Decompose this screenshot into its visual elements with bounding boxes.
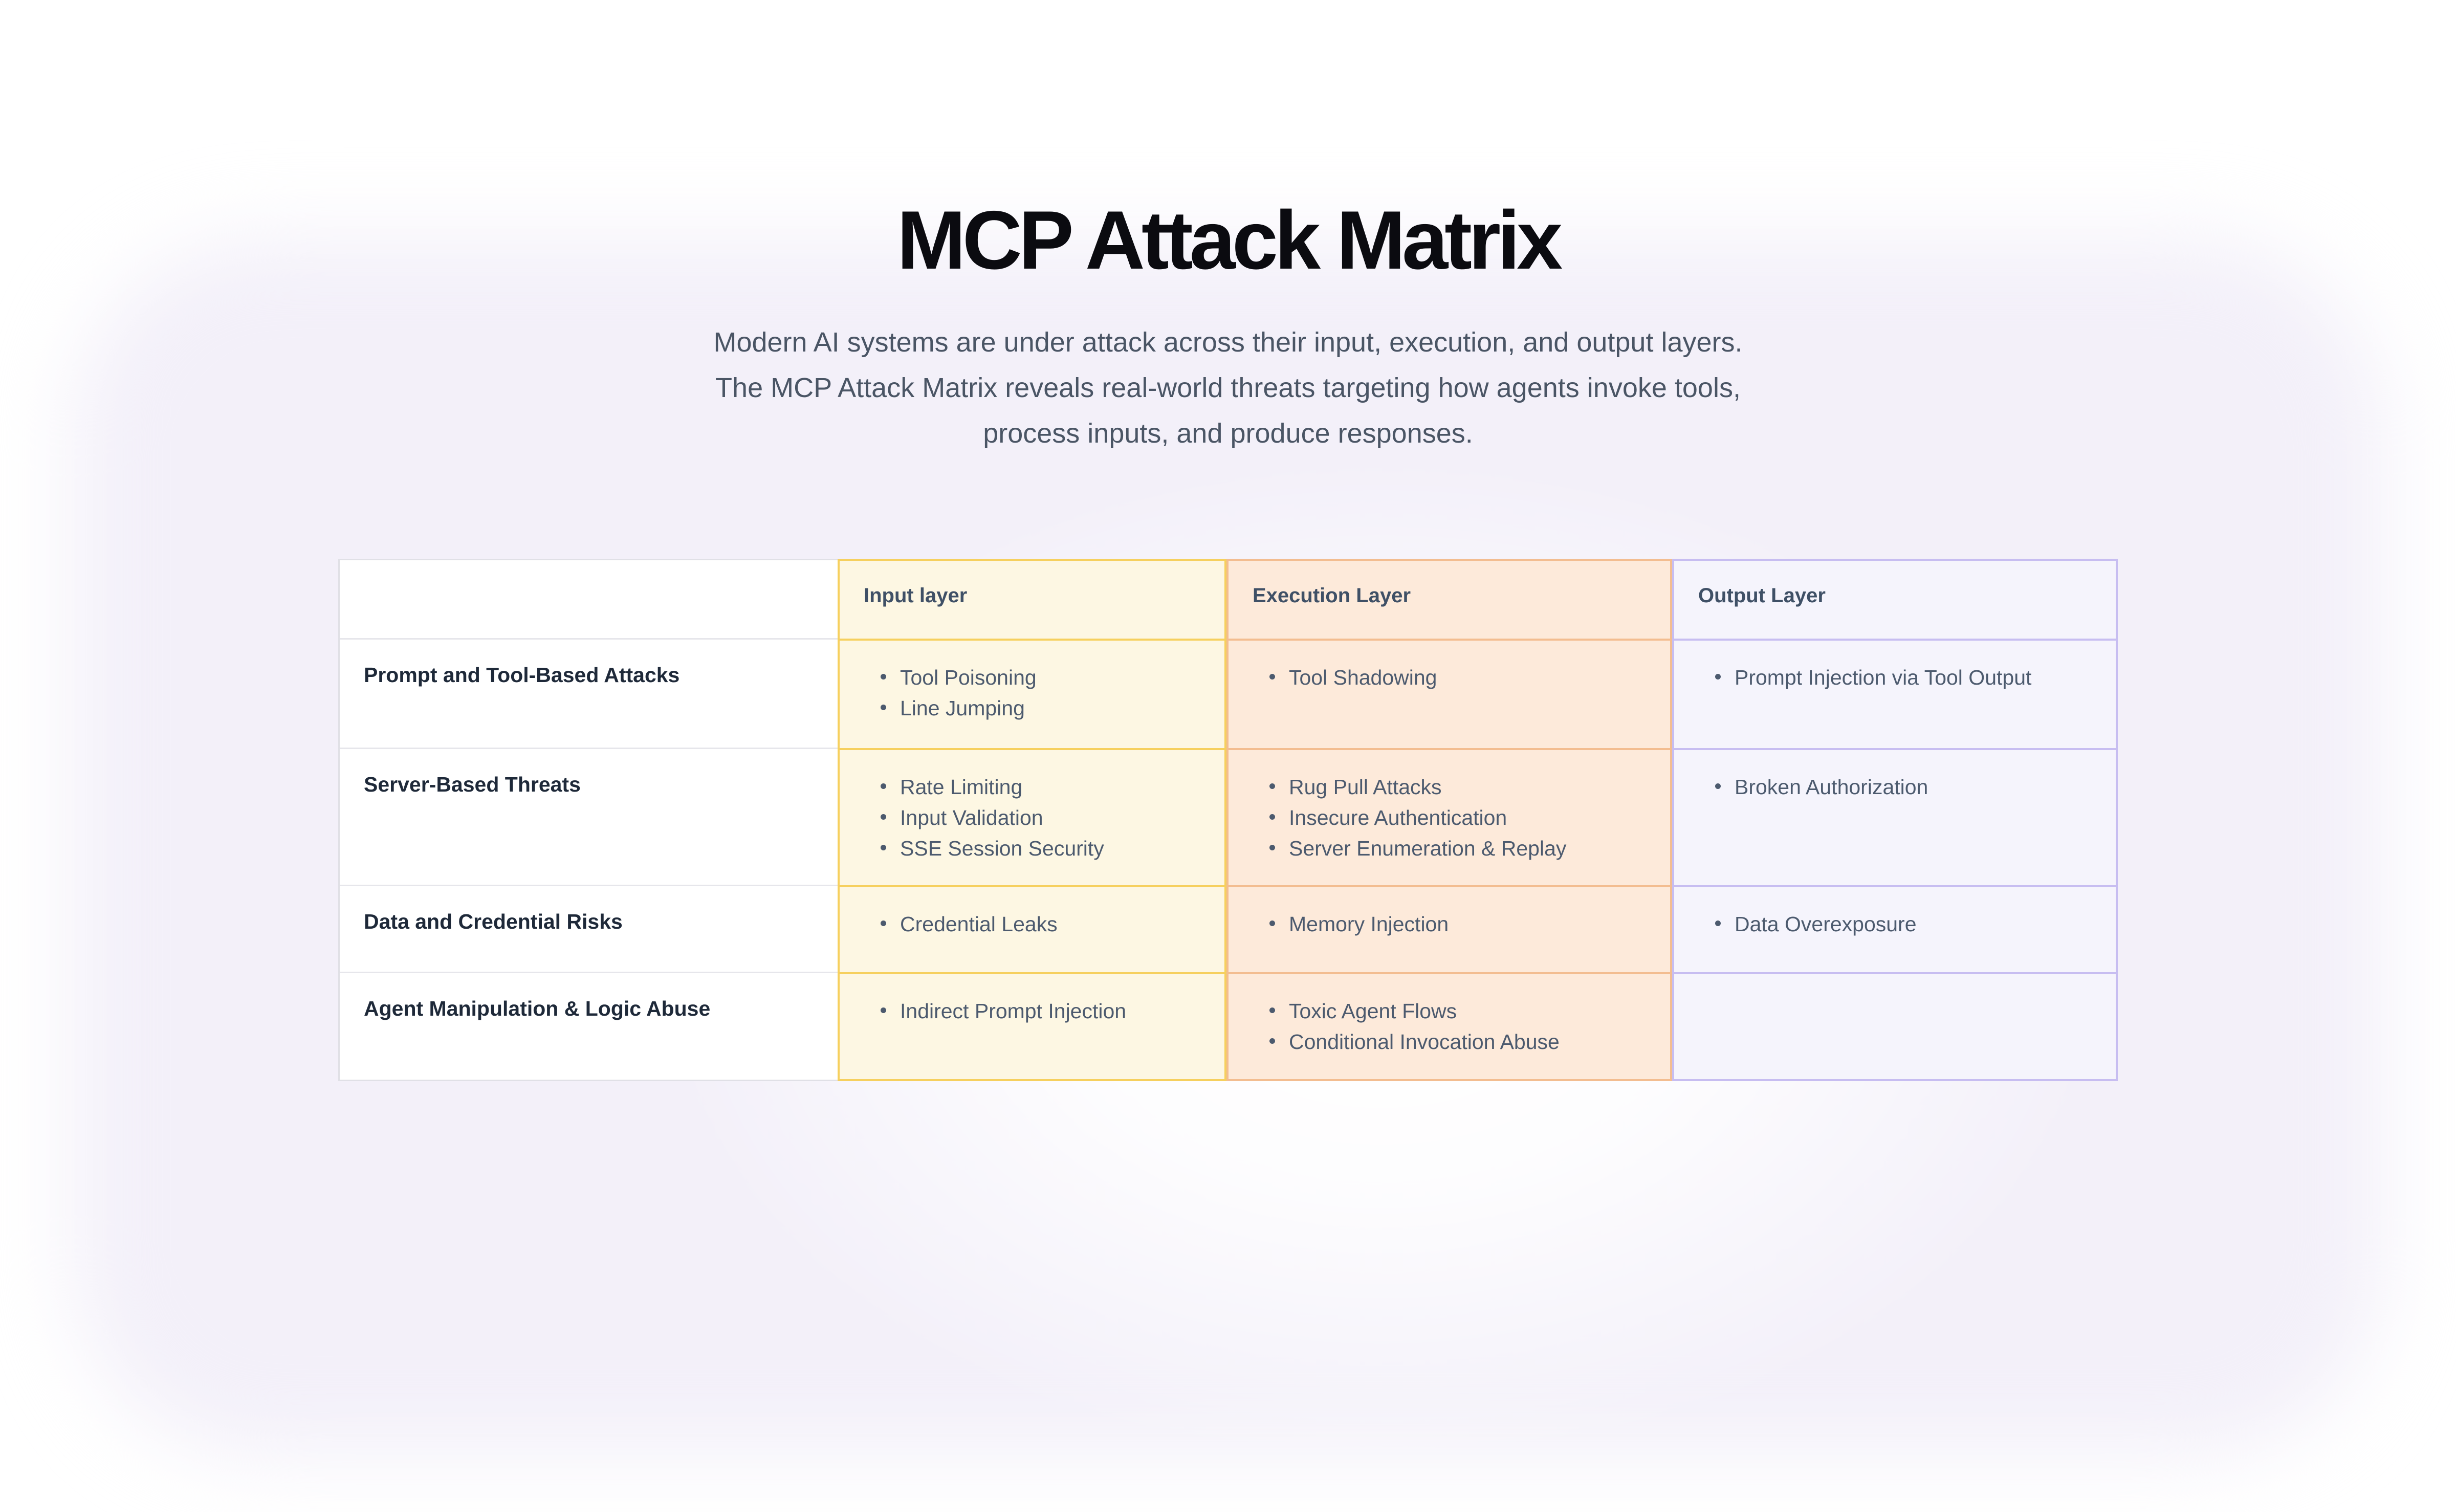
cell-execution-row-2: Rug Pull Attacks Insecure Authentication… — [1229, 748, 1670, 885]
threat-item: Rug Pull Attacks — [1269, 772, 1655, 802]
threat-item: Broken Authorization — [1715, 772, 2100, 802]
threat-list: Broken Authorization — [1674, 772, 2116, 802]
subtitle-line-3: process inputs, and produce responses. — [983, 418, 1473, 449]
threat-item: Indirect Prompt Injection — [881, 996, 1209, 1026]
threat-item: Line Jumping — [881, 693, 1209, 724]
column-header-output-layer: Output Layer — [1698, 584, 1826, 607]
threat-list: Toxic Agent Flows Conditional Invocation… — [1229, 996, 1670, 1057]
cell-input-row-1: Tool Poisoning Line Jumping — [840, 639, 1224, 748]
subtitle-line-2: The MCP Attack Matrix reveals real-world… — [715, 372, 1741, 404]
threat-item: Rate Limiting — [881, 772, 1209, 802]
cell-execution-row-4: Toxic Agent Flows Conditional Invocation… — [1229, 972, 1670, 1079]
cell-execution-row-1: Tool Shadowing — [1229, 639, 1670, 748]
threat-item: Credential Leaks — [881, 909, 1209, 939]
threat-list: Rate Limiting Input Validation SSE Sessi… — [840, 772, 1224, 864]
input-layer-column: Input layer Tool Poisoning Line Jumping … — [838, 559, 1226, 1082]
category-column: Prompt and Tool-Based Attacks Server-Bas… — [338, 559, 838, 1082]
execution-layer-column: Execution Layer Tool Shadowing Rug Pull … — [1226, 559, 1672, 1082]
threat-item: Data Overexposure — [1715, 909, 2100, 939]
threat-item: Tool Shadowing — [1269, 662, 1655, 693]
column-header-input-layer: Input layer — [864, 584, 968, 607]
subtitle-line-1: Modern AI systems are under attack acros… — [713, 327, 1743, 358]
cell-execution-row-3: Memory Injection — [1229, 885, 1670, 972]
cell-input-row-3: Credential Leaks — [840, 885, 1224, 972]
page-subtitle: Modern AI systems are under attack acros… — [0, 320, 2456, 456]
threat-item: Insecure Authentication — [1269, 802, 1655, 833]
cell-input-row-2: Rate Limiting Input Validation SSE Sessi… — [840, 748, 1224, 885]
threat-list: Data Overexposure — [1674, 909, 2116, 939]
threat-item: SSE Session Security — [881, 833, 1209, 864]
threat-list: Rug Pull Attacks Insecure Authentication… — [1229, 772, 1670, 864]
threat-list: Tool Poisoning Line Jumping — [840, 662, 1224, 724]
row-label-server-based-threats: Server-Based Threats — [340, 748, 838, 885]
threat-list: Credential Leaks — [840, 909, 1224, 939]
corner-header-cell — [340, 560, 838, 638]
column-header-execution-layer: Execution Layer — [1253, 584, 1411, 607]
cell-output-row-4-empty — [1674, 972, 2116, 1079]
cell-output-row-2: Broken Authorization — [1674, 748, 2116, 885]
cell-output-row-3: Data Overexposure — [1674, 885, 2116, 972]
threat-item: Tool Poisoning — [881, 662, 1209, 693]
page-title: MCP Attack Matrix — [896, 194, 1563, 287]
cell-input-row-4: Indirect Prompt Injection — [840, 972, 1224, 1079]
row-label-data-credential-risks: Data and Credential Risks — [340, 885, 838, 972]
threat-list: Tool Shadowing — [1229, 662, 1670, 693]
attack-matrix-table: Prompt and Tool-Based Attacks Server-Bas… — [338, 559, 2118, 1082]
row-label-prompt-tool-attacks: Prompt and Tool-Based Attacks — [340, 638, 838, 748]
threat-item: Conditional Invocation Abuse — [1269, 1026, 1655, 1057]
threat-item: Server Enumeration & Replay — [1269, 833, 1655, 864]
threat-list: Memory Injection — [1229, 909, 1670, 939]
row-label-agent-manipulation: Agent Manipulation & Logic Abuse — [340, 972, 838, 1079]
threat-item: Prompt Injection via Tool Output — [1715, 662, 2100, 693]
threat-item: Toxic Agent Flows — [1269, 996, 1655, 1026]
cell-output-row-1: Prompt Injection via Tool Output — [1674, 639, 2116, 748]
threat-item: Input Validation — [881, 802, 1209, 833]
mcp-attack-matrix-page: MCP Attack Matrix Modern AI systems are … — [0, 194, 2456, 1486]
output-layer-column: Output Layer Prompt Injection via Tool O… — [1672, 559, 2118, 1082]
threat-list: Prompt Injection via Tool Output — [1674, 662, 2116, 693]
threat-list: Indirect Prompt Injection — [840, 996, 1224, 1026]
threat-item: Memory Injection — [1269, 909, 1655, 939]
